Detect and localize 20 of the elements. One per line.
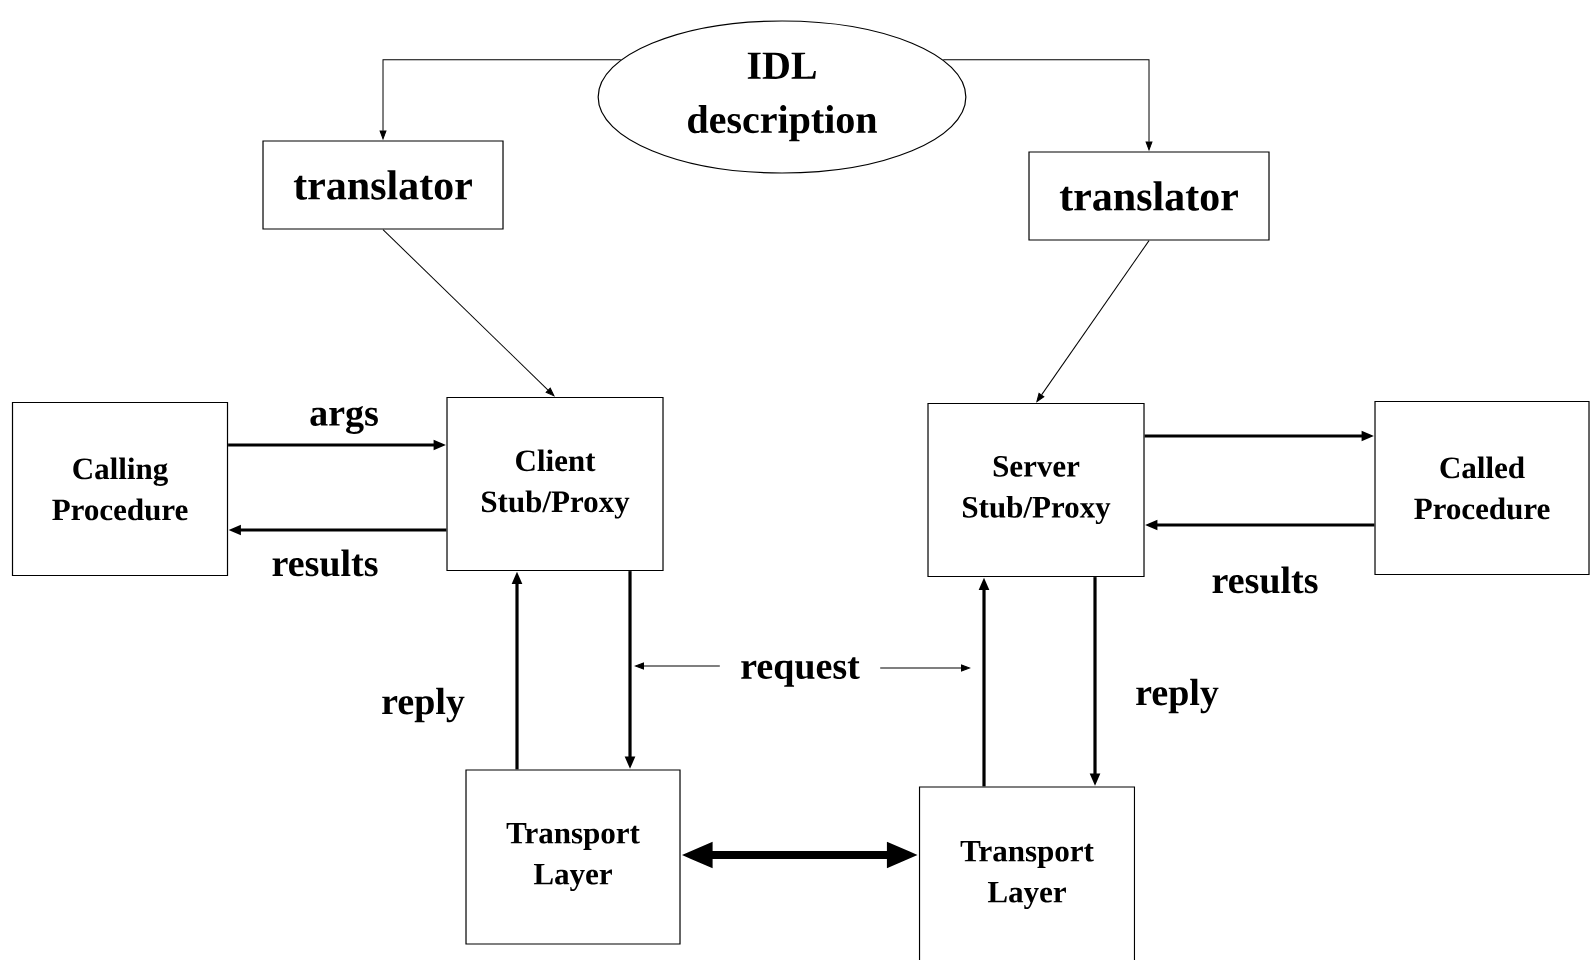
leader-line (879, 664, 970, 672)
text-label: request (741, 657, 860, 687)
process-box: Called Procedure (1374, 400, 1590, 576)
edge-label: reply (380, 686, 466, 724)
edge-label: args (308, 405, 380, 435)
process-box: Transport Layer (465, 769, 681, 945)
process-box: Calling Procedure (11, 401, 229, 577)
process-box: Transport Layer (918, 786, 1136, 960)
arrow (379, 59, 622, 140)
arrow (1036, 240, 1150, 403)
edge-label: results (1210, 565, 1320, 595)
edge-label: results (270, 548, 380, 578)
process-box: translator (1028, 151, 1270, 241)
edge-label: reply (1134, 677, 1220, 715)
arrow (382, 229, 555, 397)
process-box: Client Stub/Proxy (446, 396, 664, 572)
leader-line (635, 662, 721, 670)
process-box: Server Stub/Proxy (927, 402, 1145, 578)
process-box: translator (262, 140, 504, 230)
arrow (942, 59, 1153, 151)
